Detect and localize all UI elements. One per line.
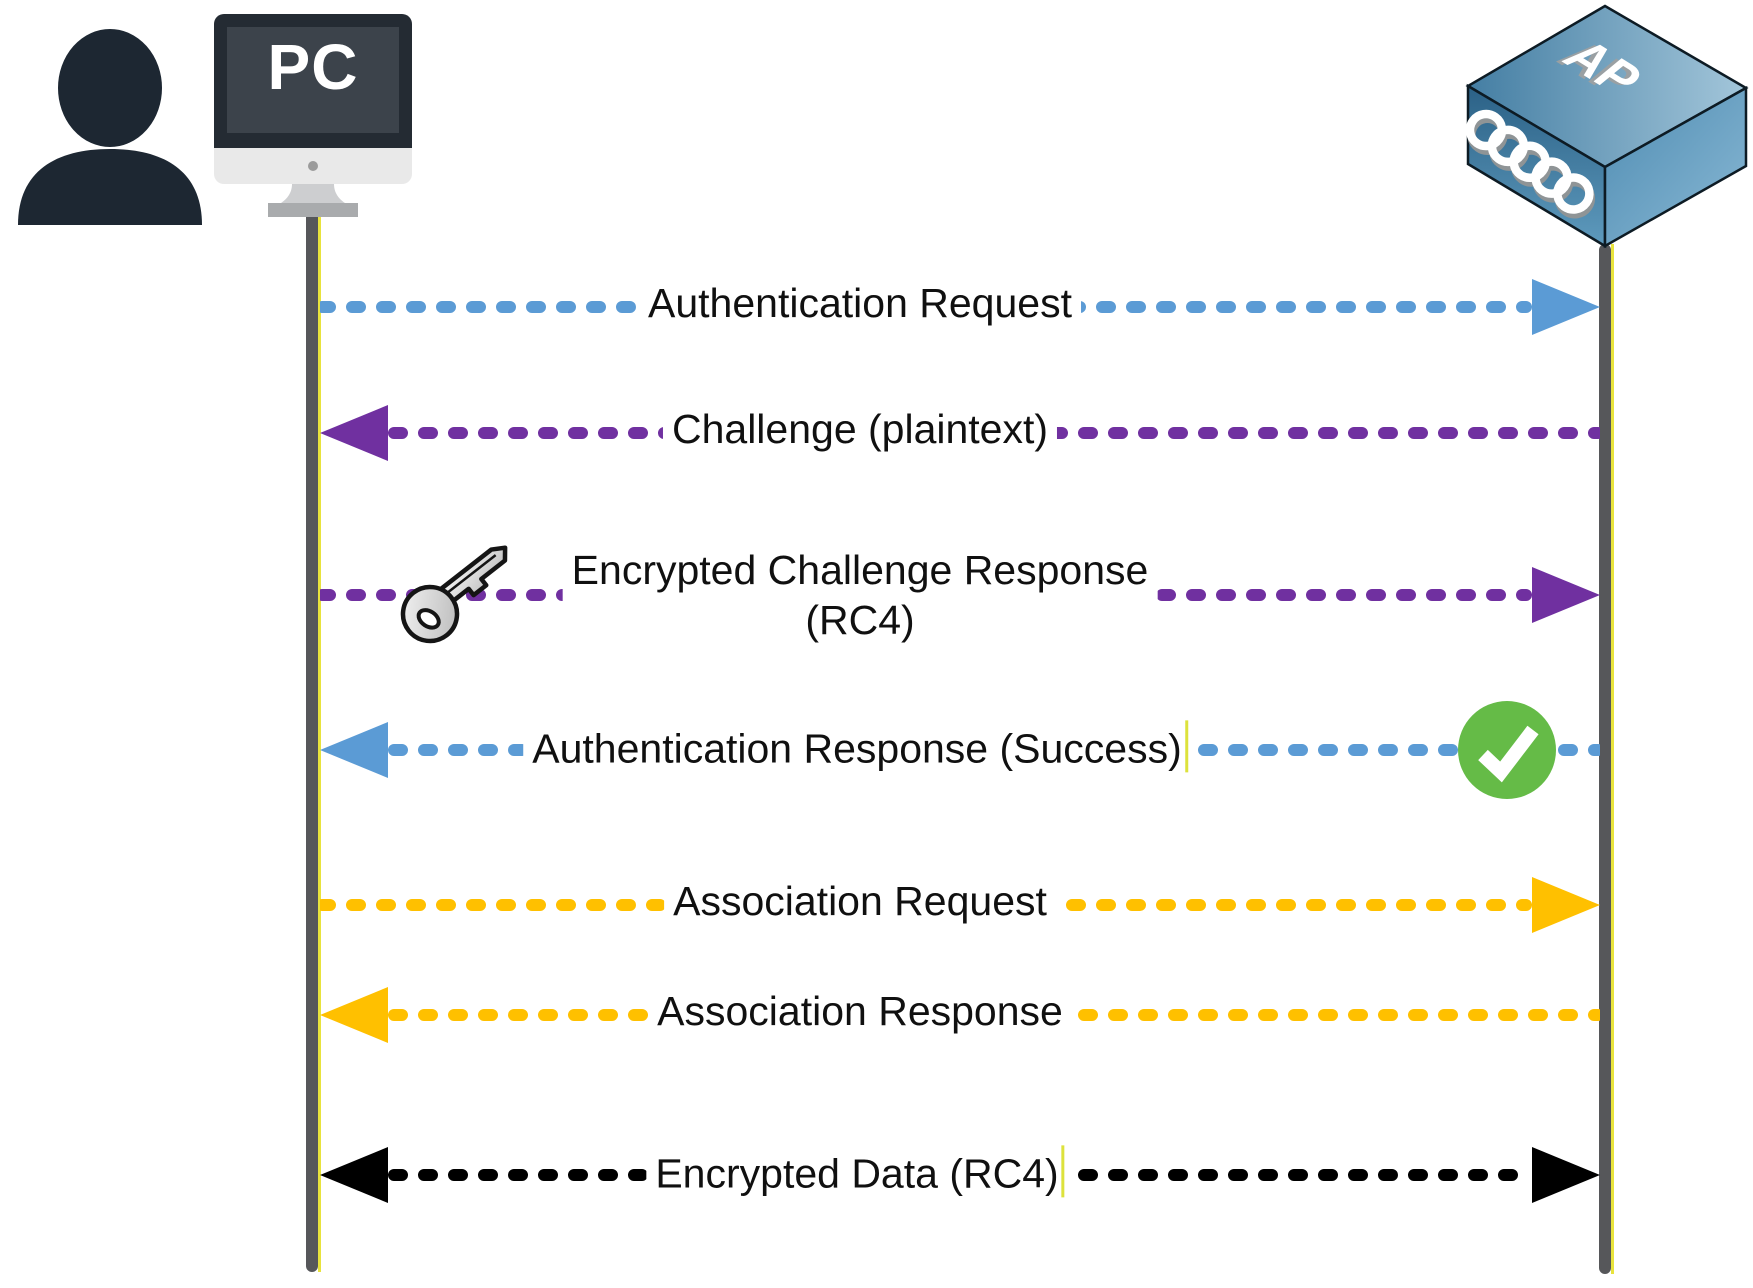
pc-lifeline bbox=[306, 196, 318, 1272]
key-icon bbox=[400, 545, 508, 644]
message-association-response: Association Response bbox=[320, 980, 1600, 1050]
text-cursor-artifact bbox=[1184, 720, 1188, 773]
message-label: Association Response bbox=[648, 988, 1072, 1036]
text-cursor-artifact bbox=[1061, 1145, 1065, 1198]
message-authentication-request: Authentication Request bbox=[320, 272, 1600, 342]
lifeline-accent-left bbox=[318, 196, 321, 1272]
person-icon bbox=[18, 23, 202, 225]
message-challenge-plaintext: Challenge (plaintext) bbox=[320, 398, 1600, 468]
lifeline-accent-right bbox=[1611, 244, 1614, 1274]
message-association-request: Association Request bbox=[320, 870, 1600, 940]
message-authentication-response-success: Authentication Response (Success) bbox=[320, 715, 1600, 785]
message-encrypted-data: Encrypted Data (RC4) bbox=[320, 1140, 1600, 1210]
message-label: Encrypted Data (RC4) bbox=[646, 1145, 1074, 1198]
pc-monitor-icon bbox=[214, 14, 412, 217]
pc-label: PC bbox=[267, 31, 359, 103]
message-label: Encrypted Challenge Response (RC4) bbox=[562, 544, 1158, 646]
message-label: Authentication Request bbox=[639, 280, 1081, 328]
message-label: Authentication Response (Success) bbox=[523, 720, 1197, 773]
success-check-icon bbox=[1458, 701, 1556, 799]
ap-lifeline bbox=[1599, 244, 1611, 1274]
access-point-3d-box-icon bbox=[1465, 4, 1749, 249]
message-label: Association Request bbox=[664, 878, 1056, 926]
message-label: Challenge (plaintext) bbox=[662, 406, 1058, 454]
message-encrypted-challenge-response: Encrypted Challenge Response (RC4) bbox=[320, 544, 1600, 646]
coil-icon bbox=[1465, 109, 1596, 219]
